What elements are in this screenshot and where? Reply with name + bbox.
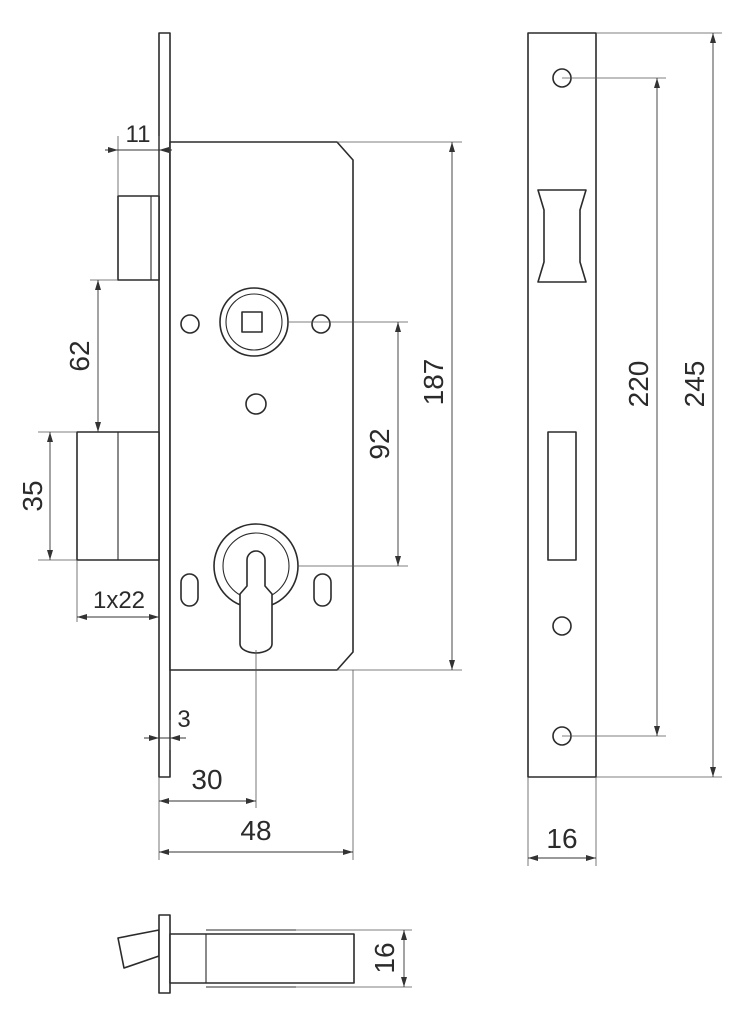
slotted-hole	[313, 573, 332, 607]
lock-side-view	[76, 32, 354, 778]
latch-bevel	[117, 929, 160, 969]
dim-label-screw-spacing: 220	[623, 361, 654, 408]
dim-label-faceplate-width: 16	[546, 823, 577, 854]
case-top	[169, 933, 355, 984]
latch-bolt	[117, 195, 160, 281]
forend-plate	[158, 32, 171, 778]
dimension-lines	[47, 33, 716, 987]
extension-lines	[38, 32, 722, 988]
dim-label-follower-to-cylinder: 92	[364, 428, 395, 459]
lock-top-view	[117, 914, 355, 994]
forend-edge	[158, 914, 171, 994]
dim-label-latch-to-bolt: 62	[64, 340, 95, 371]
dim-label-bolt-height: 35	[17, 480, 48, 511]
dim-label-faceplate-offset: 3	[177, 706, 190, 733]
dim-label-thickness: 16	[369, 942, 400, 973]
cylinder-keyhole	[239, 550, 273, 654]
dim-label-backset: 30	[191, 764, 222, 795]
forend-face	[527, 32, 597, 778]
dimension-labels: 11 62 35 1x22 3 30 48 92 187 220 245 16 …	[17, 121, 710, 974]
fixing-hole	[311, 314, 331, 334]
latch-opening	[537, 189, 587, 283]
fixing-hole	[245, 393, 267, 415]
bolt-opening	[547, 431, 577, 561]
slotted-hole	[180, 573, 199, 607]
fixing-hole	[180, 314, 200, 334]
forend-front-view	[527, 32, 597, 778]
dim-label-case-depth: 48	[240, 815, 271, 846]
screw-hole	[552, 616, 572, 636]
dim-label-case-height: 187	[418, 359, 449, 406]
follower-square	[241, 311, 263, 333]
dim-label-bolt-throw: 1x22	[93, 587, 145, 614]
dim-label-latch-thickness: 11	[126, 121, 151, 148]
dim-label-faceplate-length: 245	[679, 361, 710, 408]
